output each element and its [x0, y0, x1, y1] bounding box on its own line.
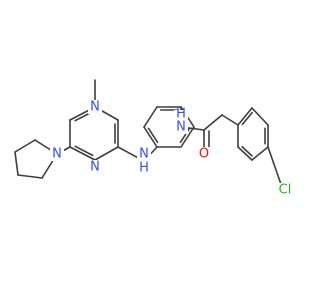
- chlorine-atom: Cl: [274, 183, 296, 198]
- molecule-structure: N N N N H N H O: [14, 79, 296, 198]
- svg-text:H: H: [176, 107, 186, 122]
- svg-text:N: N: [176, 120, 186, 135]
- carbonyl-o-atom: O: [197, 147, 211, 162]
- bond: [203, 114, 223, 131]
- bond: [14, 151, 19, 176]
- bond: [143, 126, 158, 148]
- svg-text:N: N: [90, 160, 100, 175]
- bond: [74, 145, 94, 157]
- svg-text:O: O: [199, 147, 209, 162]
- bond: [241, 111, 254, 126]
- bond-layer: [14, 79, 284, 191]
- atom-label-layer: N N N N H N H O: [50, 100, 296, 198]
- bond: [179, 127, 191, 144]
- bond: [180, 126, 195, 148]
- bond: [237, 107, 253, 126]
- svg-text:Cl: Cl: [279, 183, 292, 198]
- pyrimidine-n1-atom: N: [88, 100, 102, 115]
- bond: [147, 127, 159, 144]
- bond: [94, 146, 119, 161]
- bond: [143, 106, 158, 128]
- amide-nh-atom: N H: [174, 107, 188, 135]
- bond: [251, 146, 269, 161]
- bond: [251, 107, 269, 126]
- bond: [241, 145, 253, 157]
- svg-text:N: N: [52, 147, 62, 162]
- svg-text:H: H: [139, 161, 149, 176]
- pyrimidine-n3-atom: N: [88, 160, 102, 175]
- anilino-nh-atom: N H: [137, 147, 151, 176]
- pyrrolidine-n-atom: N: [50, 147, 64, 162]
- bond: [14, 139, 36, 153]
- bond: [17, 174, 43, 179]
- svg-text:N: N: [139, 147, 149, 162]
- bond: [221, 114, 239, 126]
- bond: [267, 146, 284, 191]
- molecule-diagram: N N N N H N H O: [14, 79, 296, 198]
- bond: [69, 146, 96, 161]
- svg-text:N: N: [90, 100, 100, 115]
- bond: [237, 146, 253, 161]
